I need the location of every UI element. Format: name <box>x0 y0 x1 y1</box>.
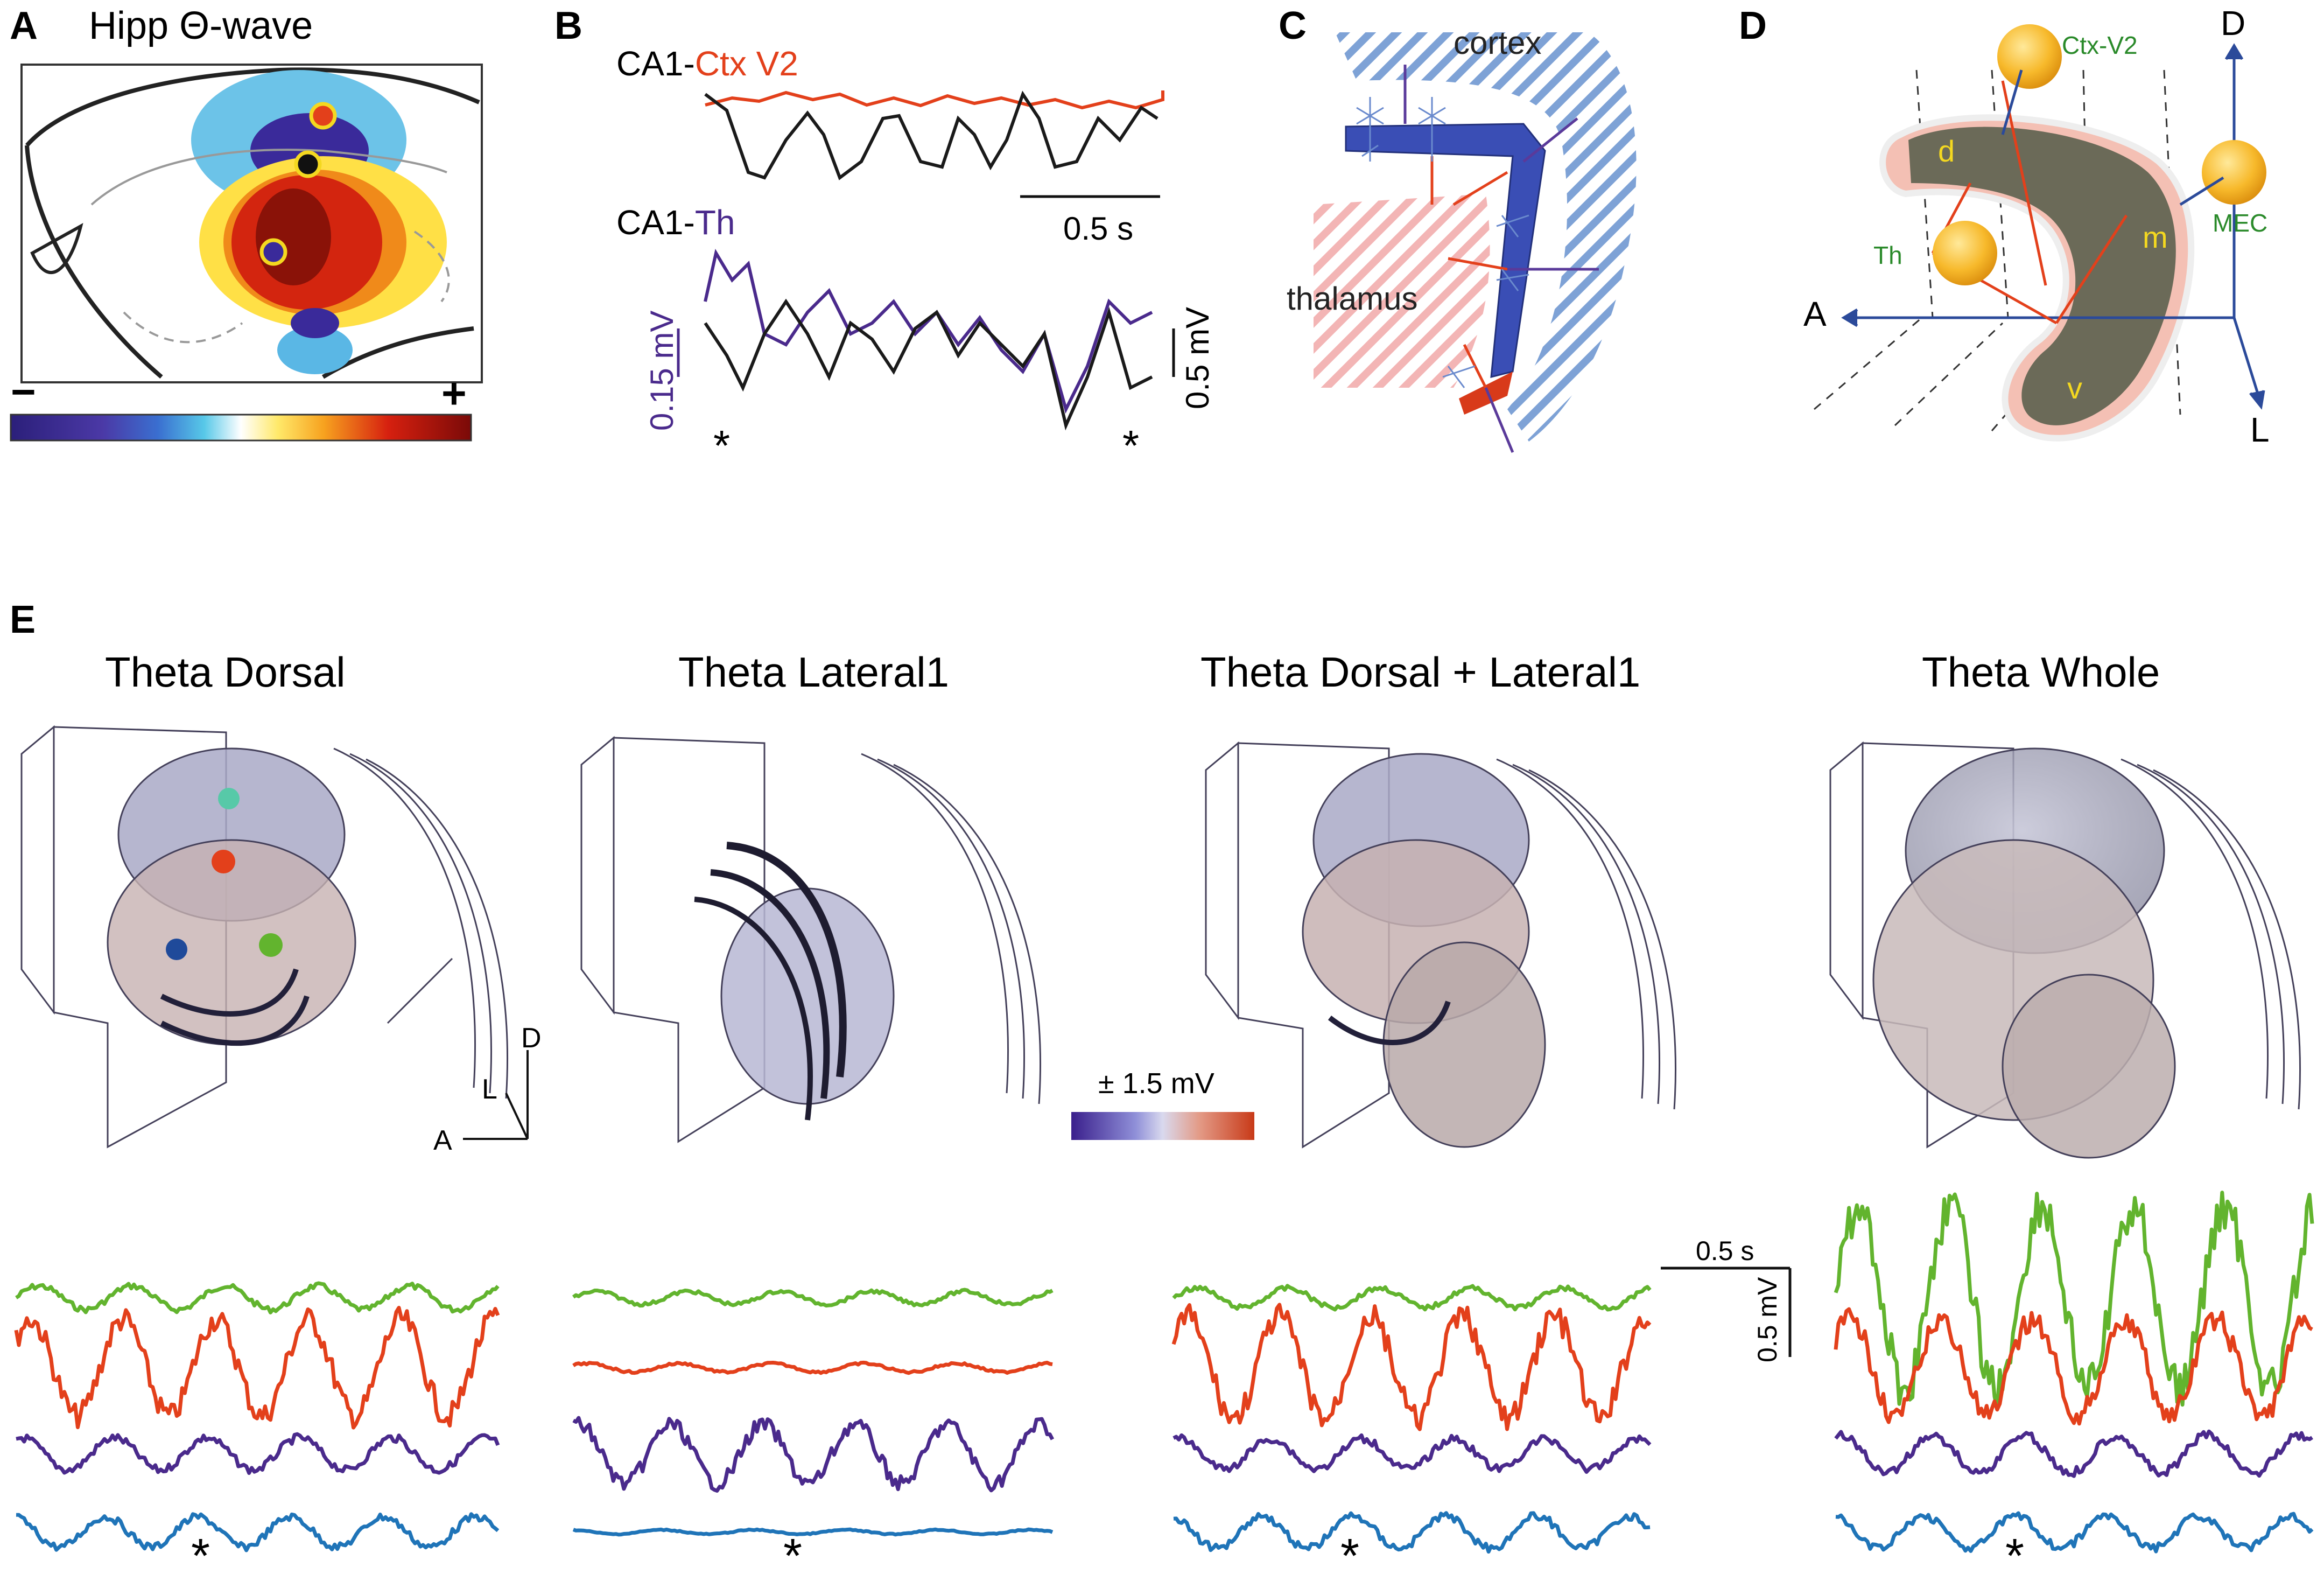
e-title-1: Theta Dorsal <box>105 648 346 696</box>
model-2 <box>580 736 1041 1143</box>
e-trace-4-blue <box>1835 1511 2314 1554</box>
brain-outline <box>25 67 480 379</box>
e-title-3: Theta Dorsal + Lateral1 <box>1200 648 1640 696</box>
panel-a-letter: A <box>10 4 38 47</box>
volt-scale-b-left-label: 0.15 mV <box>644 311 680 431</box>
cortex-label: cortex <box>1454 25 1541 61</box>
e-trace-2-green <box>572 1288 1054 1308</box>
e-title-2: Theta Lateral1 <box>678 648 949 696</box>
trace-b-ctx-black <box>704 90 1159 180</box>
e-trace-4-green <box>1834 1191 2314 1411</box>
trace-label-th: CA1-Th <box>616 203 735 242</box>
e-trace-2-red <box>572 1360 1053 1375</box>
model-1 <box>20 725 508 1149</box>
e-trace-4-purple <box>1834 1429 2313 1478</box>
sphere-arrows-d <box>2001 69 2224 206</box>
e-trace-3-purple <box>1172 1433 1652 1474</box>
model-1-dot-blue <box>166 939 187 960</box>
e-trace-2-blue <box>572 1527 1054 1537</box>
model-3 <box>1205 741 1676 1149</box>
label-ctx-v2: Ctx-V2 <box>2062 31 2138 59</box>
e-trace-2-purple <box>572 1416 1055 1493</box>
axis-e-a: A <box>433 1125 452 1156</box>
thalamus-region <box>1314 194 1490 388</box>
label-v: v <box>2067 371 2082 405</box>
volt-scale-b-right-label: 0.5 mV <box>1179 307 1216 409</box>
e-title-4: Theta Whole <box>1922 648 2160 696</box>
panel-c-letter: C <box>1279 4 1307 47</box>
dashed-guides-d <box>1814 69 2181 431</box>
model-axes-e <box>463 1050 529 1140</box>
axis-e-d: D <box>521 1023 542 1054</box>
model-1-dot-green <box>259 933 283 957</box>
dipole-arrows-c <box>1403 65 1599 453</box>
ctx-v2-sphere <box>1997 24 2062 89</box>
site-dot-red <box>309 102 337 130</box>
colorbar-minus: − <box>11 368 36 416</box>
e-trace-1-red <box>14 1306 500 1430</box>
panel-a: A Hipp Θ-wave − + <box>10 4 483 442</box>
e-trace-3-green <box>1172 1284 1652 1312</box>
hippocampus-3d-body <box>1908 127 2176 425</box>
e-trace-1-blue <box>16 1512 500 1552</box>
model-4 <box>1829 741 2301 1159</box>
th-sphere <box>1933 221 1997 285</box>
axis-label-l: L <box>2250 410 2270 449</box>
axis-e-l: L <box>482 1074 497 1105</box>
neuron-icons-c <box>1356 97 1529 388</box>
time-scale-b-label: 0.5 s <box>1063 211 1133 247</box>
panel-c: C cortex thalamus <box>1279 4 1637 453</box>
panel-a-frame <box>20 64 483 383</box>
trace-b-th-black <box>704 298 1153 431</box>
brain-inner-lines <box>90 149 450 344</box>
label-mec: MEC <box>2213 209 2267 237</box>
panel-b: B CA1-Ctx V2 0.5 s CA1-Th 0.15 mV 0.5 mV… <box>554 4 1216 470</box>
field-map-bottom-blue <box>277 326 353 374</box>
e-trace-4-red <box>1834 1307 2313 1426</box>
field-map-bottom-purple <box>291 308 339 338</box>
volt-scale-e-label: 0.5 mV <box>1752 1277 1782 1362</box>
colorbar-e-label: ± 1.5 mV <box>1098 1067 1214 1100</box>
e-trace-1-green <box>15 1281 500 1314</box>
e-trace-3-blue <box>1173 1511 1651 1554</box>
trace-label-ctx: CA1-Ctx V2 <box>616 44 798 83</box>
star-e-1: * <box>191 1529 210 1574</box>
site-dot-purple <box>259 238 287 266</box>
trace-b-th-purple <box>704 249 1153 414</box>
panel-d-letter: D <box>1739 4 1767 47</box>
e-traces <box>14 1191 2314 1554</box>
model-1-dot-teal <box>218 788 240 809</box>
colorbar-e <box>1071 1112 1254 1140</box>
cortex-region <box>1335 32 1637 442</box>
axis-label-d: D <box>2221 4 2245 43</box>
colorbar-a <box>10 414 472 442</box>
axis-label-a: A <box>1803 295 1827 333</box>
time-scale-e-label: 0.5 s <box>1696 1236 1754 1266</box>
label-th: Th <box>1873 241 1902 269</box>
e-trace-1-purple <box>16 1432 500 1475</box>
hippocampus-band-c <box>1345 123 1546 378</box>
star-b-left: * <box>713 422 730 470</box>
panel-d: D D A L <box>1739 4 2270 449</box>
panel-b-letter: B <box>554 4 582 47</box>
field-map-darkred <box>256 188 331 285</box>
thalamus-label: thalamus <box>1287 281 1417 317</box>
trace-b-ctx <box>705 90 1164 110</box>
panel-e: E Theta Dorsal Theta Lateral1 Theta Dors… <box>10 598 2314 1574</box>
mec-sphere <box>2202 140 2266 205</box>
site-dot-black <box>294 150 322 178</box>
label-m: m <box>2143 220 2168 254</box>
star-e-2: * <box>783 1529 802 1574</box>
star-e-4: * <box>2005 1529 2024 1574</box>
star-e-3: * <box>1340 1529 1359 1574</box>
e-trace-3-red <box>1171 1303 1652 1431</box>
panel-e-letter: E <box>10 598 36 641</box>
star-b-right: * <box>1122 422 1139 470</box>
hippocampus-tip-c <box>1459 372 1513 415</box>
model-1-dot-red <box>212 850 235 873</box>
panel-a-title: Hipp Θ-wave <box>89 4 313 47</box>
label-d: d <box>1938 134 1955 168</box>
colorbar-plus: + <box>441 369 467 417</box>
